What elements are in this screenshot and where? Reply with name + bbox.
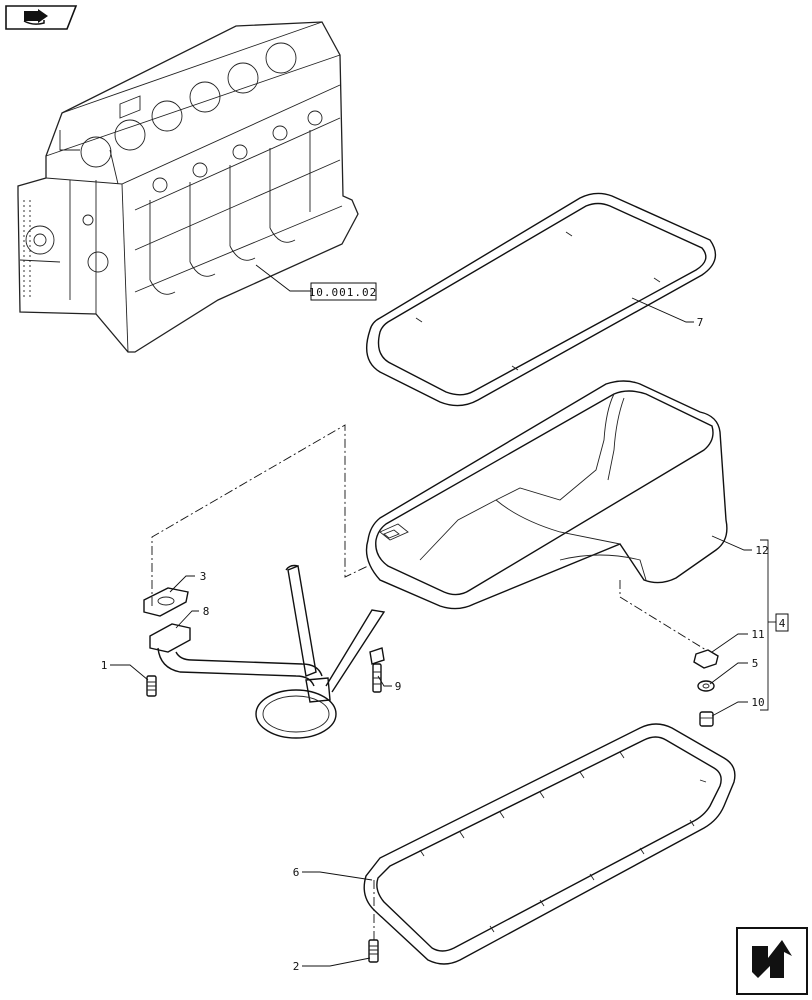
callout-1: 1 — [101, 659, 108, 672]
book-forward-icon[interactable] — [5, 5, 78, 30]
engine-block — [17, 21, 359, 353]
washer-5 — [697, 680, 715, 692]
callout-12: 12 — [755, 544, 768, 557]
callout-numbers: 1 2 3 4 5 6 7 8 9 10 11 12 — [101, 316, 786, 973]
oil-pickup-tube — [149, 564, 386, 739]
flange-gasket — [143, 587, 189, 617]
screw-1 — [146, 675, 157, 697]
lower-gasket — [363, 723, 736, 965]
reference-label: 10.001.02 — [309, 286, 378, 299]
callout-3: 3 — [200, 570, 207, 583]
screw-2 — [368, 939, 379, 963]
phantom-line-drain — [619, 580, 707, 651]
callout-10: 10 — [751, 696, 764, 709]
leader-lines — [110, 297, 752, 967]
callout-11: 11 — [751, 628, 764, 641]
reference-callout[interactable]: 10.001.02 — [255, 264, 378, 301]
callout-8: 8 — [203, 605, 210, 618]
callout-6: 6 — [293, 866, 300, 879]
drain-plug-11 — [693, 649, 719, 669]
callout-7: 7 — [697, 316, 704, 329]
kit-bracket — [760, 539, 789, 711]
callout-2: 2 — [293, 960, 300, 973]
next-page-arrow-icon[interactable] — [736, 927, 808, 995]
callout-5: 5 — [752, 657, 759, 670]
plug-10 — [699, 711, 714, 727]
oil-pan — [365, 380, 728, 610]
phantom-line-pickup — [151, 424, 369, 606]
screw-9 — [369, 647, 385, 693]
callout-9: 9 — [395, 680, 402, 693]
upper-gasket — [366, 192, 717, 407]
callout-4[interactable]: 4 — [779, 617, 786, 630]
